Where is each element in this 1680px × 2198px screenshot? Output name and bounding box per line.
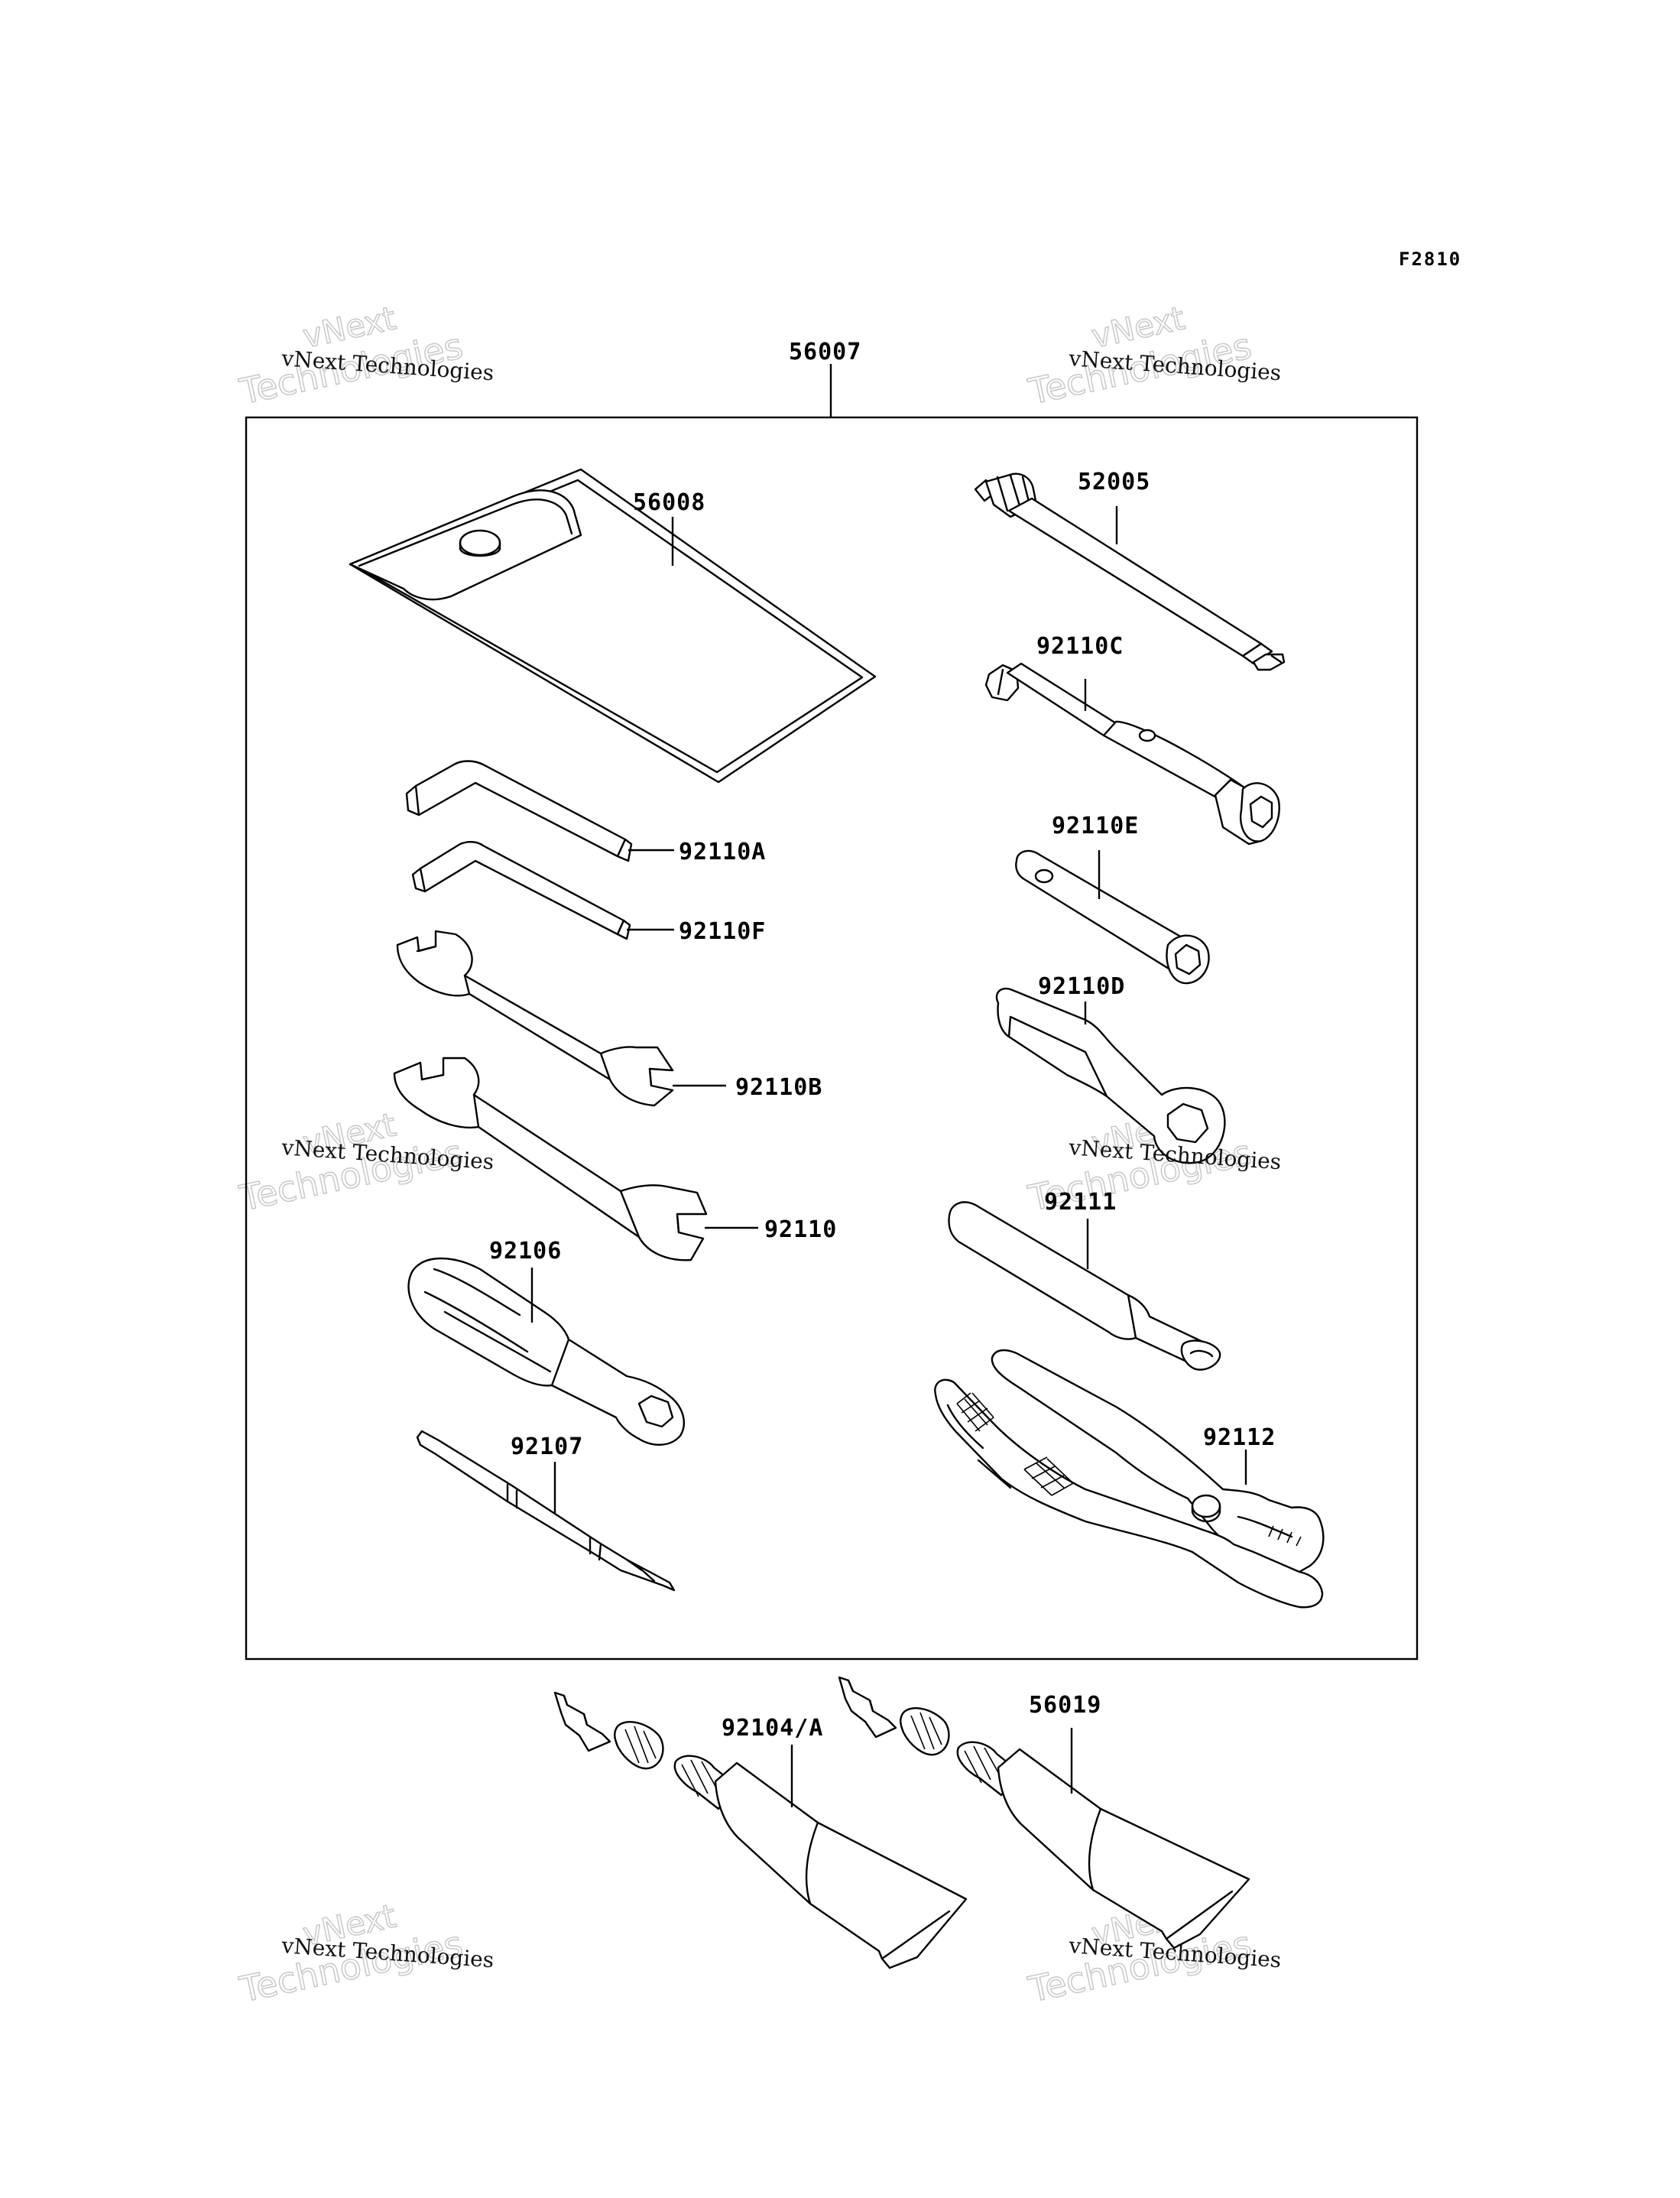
label-92110F: 92110F bbox=[679, 918, 766, 945]
tommy-bar: 92111 bbox=[948, 1189, 1221, 1371]
label-56007: 56007 bbox=[789, 339, 861, 365]
open-end-wrench-large: 92110 bbox=[393, 1057, 837, 1261]
label-92110: 92110 bbox=[764, 1216, 837, 1243]
screwdriver-bit: 92107 bbox=[416, 1430, 676, 1592]
open-end-wrench-small: 92110B bbox=[396, 930, 822, 1107]
ring-spanner: 92110D bbox=[995, 973, 1226, 1164]
label-56008: 56008 bbox=[633, 489, 705, 516]
screwdriver-handle: 92106 bbox=[407, 1238, 686, 1446]
tube-b: 56019 bbox=[838, 1676, 1250, 1950]
label-92110D: 92110D bbox=[1038, 973, 1125, 1000]
label-56019: 56019 bbox=[1029, 1692, 1101, 1719]
label-92107: 92107 bbox=[511, 1433, 583, 1460]
hex-key-small: 92110F bbox=[411, 841, 766, 945]
label-92110C: 92110C bbox=[1036, 633, 1124, 660]
spark-plug-tool: 52005 bbox=[974, 469, 1286, 671]
pliers: 92112 bbox=[934, 1349, 1325, 1609]
tube-a: 92104/A bbox=[553, 1691, 968, 1969]
hex-key-large: 92110A bbox=[405, 760, 766, 865]
tool-pouch: 56008 bbox=[349, 468, 877, 784]
label-92110E: 92110E bbox=[1052, 813, 1139, 839]
label-92104-A: 92104/A bbox=[722, 1715, 823, 1742]
plug-wrench: 92110C bbox=[984, 633, 1280, 846]
label-92110B: 92110B bbox=[735, 1074, 822, 1101]
box-wrench: 92110E bbox=[1015, 813, 1210, 985]
label-92111: 92111 bbox=[1044, 1189, 1117, 1216]
kit-box: 56007 bbox=[245, 339, 1419, 1661]
label-92112: 92112 bbox=[1203, 1424, 1276, 1451]
figure-code: F2810 bbox=[1399, 248, 1461, 270]
label-92106: 92106 bbox=[489, 1238, 562, 1265]
label-92110A: 92110A bbox=[679, 839, 766, 865]
label-52005: 52005 bbox=[1078, 469, 1150, 495]
